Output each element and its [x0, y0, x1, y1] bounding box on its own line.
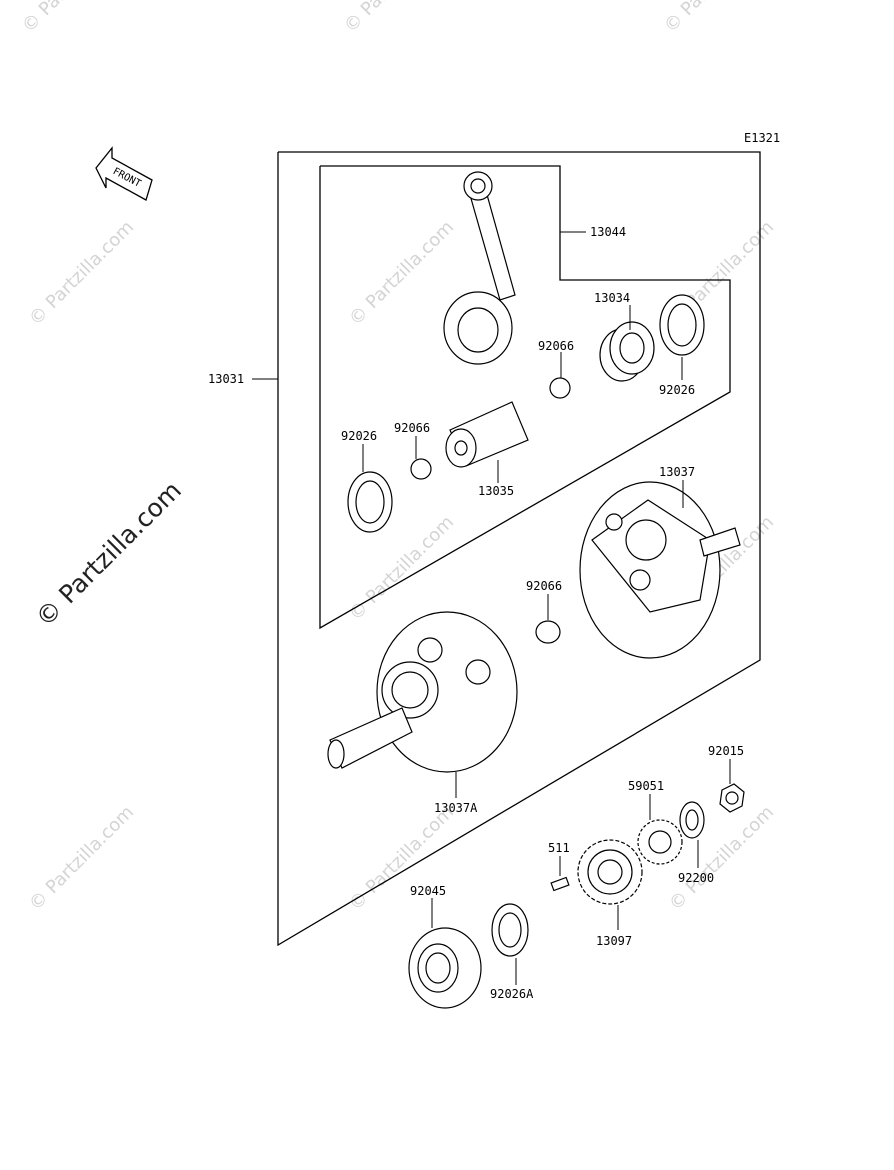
part-label: 13037 [659, 465, 695, 479]
leader-lines [252, 231, 731, 985]
gear-59051 [637, 819, 683, 865]
part-label: 92026 [341, 429, 377, 443]
part-label: 13035 [478, 484, 514, 498]
bushing [410, 377, 571, 644]
part-label: 92026 [659, 383, 695, 397]
nut [719, 783, 745, 813]
part-label: 92066 [526, 579, 562, 593]
ball-bearing [408, 927, 482, 1009]
part-label: 13034 [594, 291, 630, 305]
part-label: 59051 [628, 779, 664, 793]
thrust-washer [659, 294, 705, 356]
part-label: 13037A [434, 801, 478, 815]
part-label: 92026A [490, 987, 534, 1001]
thrust-washer-a [491, 903, 529, 957]
part-label: 511 [548, 841, 570, 855]
part-label: 92200 [678, 871, 714, 885]
crankshaft-half-right [579, 481, 741, 659]
needle-bearing [599, 321, 655, 382]
part-label: 13044 [590, 225, 626, 239]
thrust-washer [347, 471, 393, 533]
connecting-rod [443, 171, 516, 365]
front-arrow-icon [95, 146, 153, 201]
part-label: 92066 [538, 339, 574, 353]
part-label: 13097 [596, 934, 632, 948]
part-label: 92015 [708, 744, 744, 758]
lock-washer [679, 801, 705, 839]
crankshaft-half-left [327, 611, 518, 773]
woodruff-key [550, 876, 570, 892]
part-label: 92045 [410, 884, 446, 898]
part-label: 92066 [394, 421, 430, 435]
gear-13097 [577, 839, 643, 905]
part-label: 13031 [208, 372, 244, 386]
outer-assembly-outline [277, 151, 761, 947]
crank-pin [445, 401, 529, 468]
diagram-code: E1321 [744, 131, 780, 145]
inner-assembly-outline [319, 165, 731, 630]
